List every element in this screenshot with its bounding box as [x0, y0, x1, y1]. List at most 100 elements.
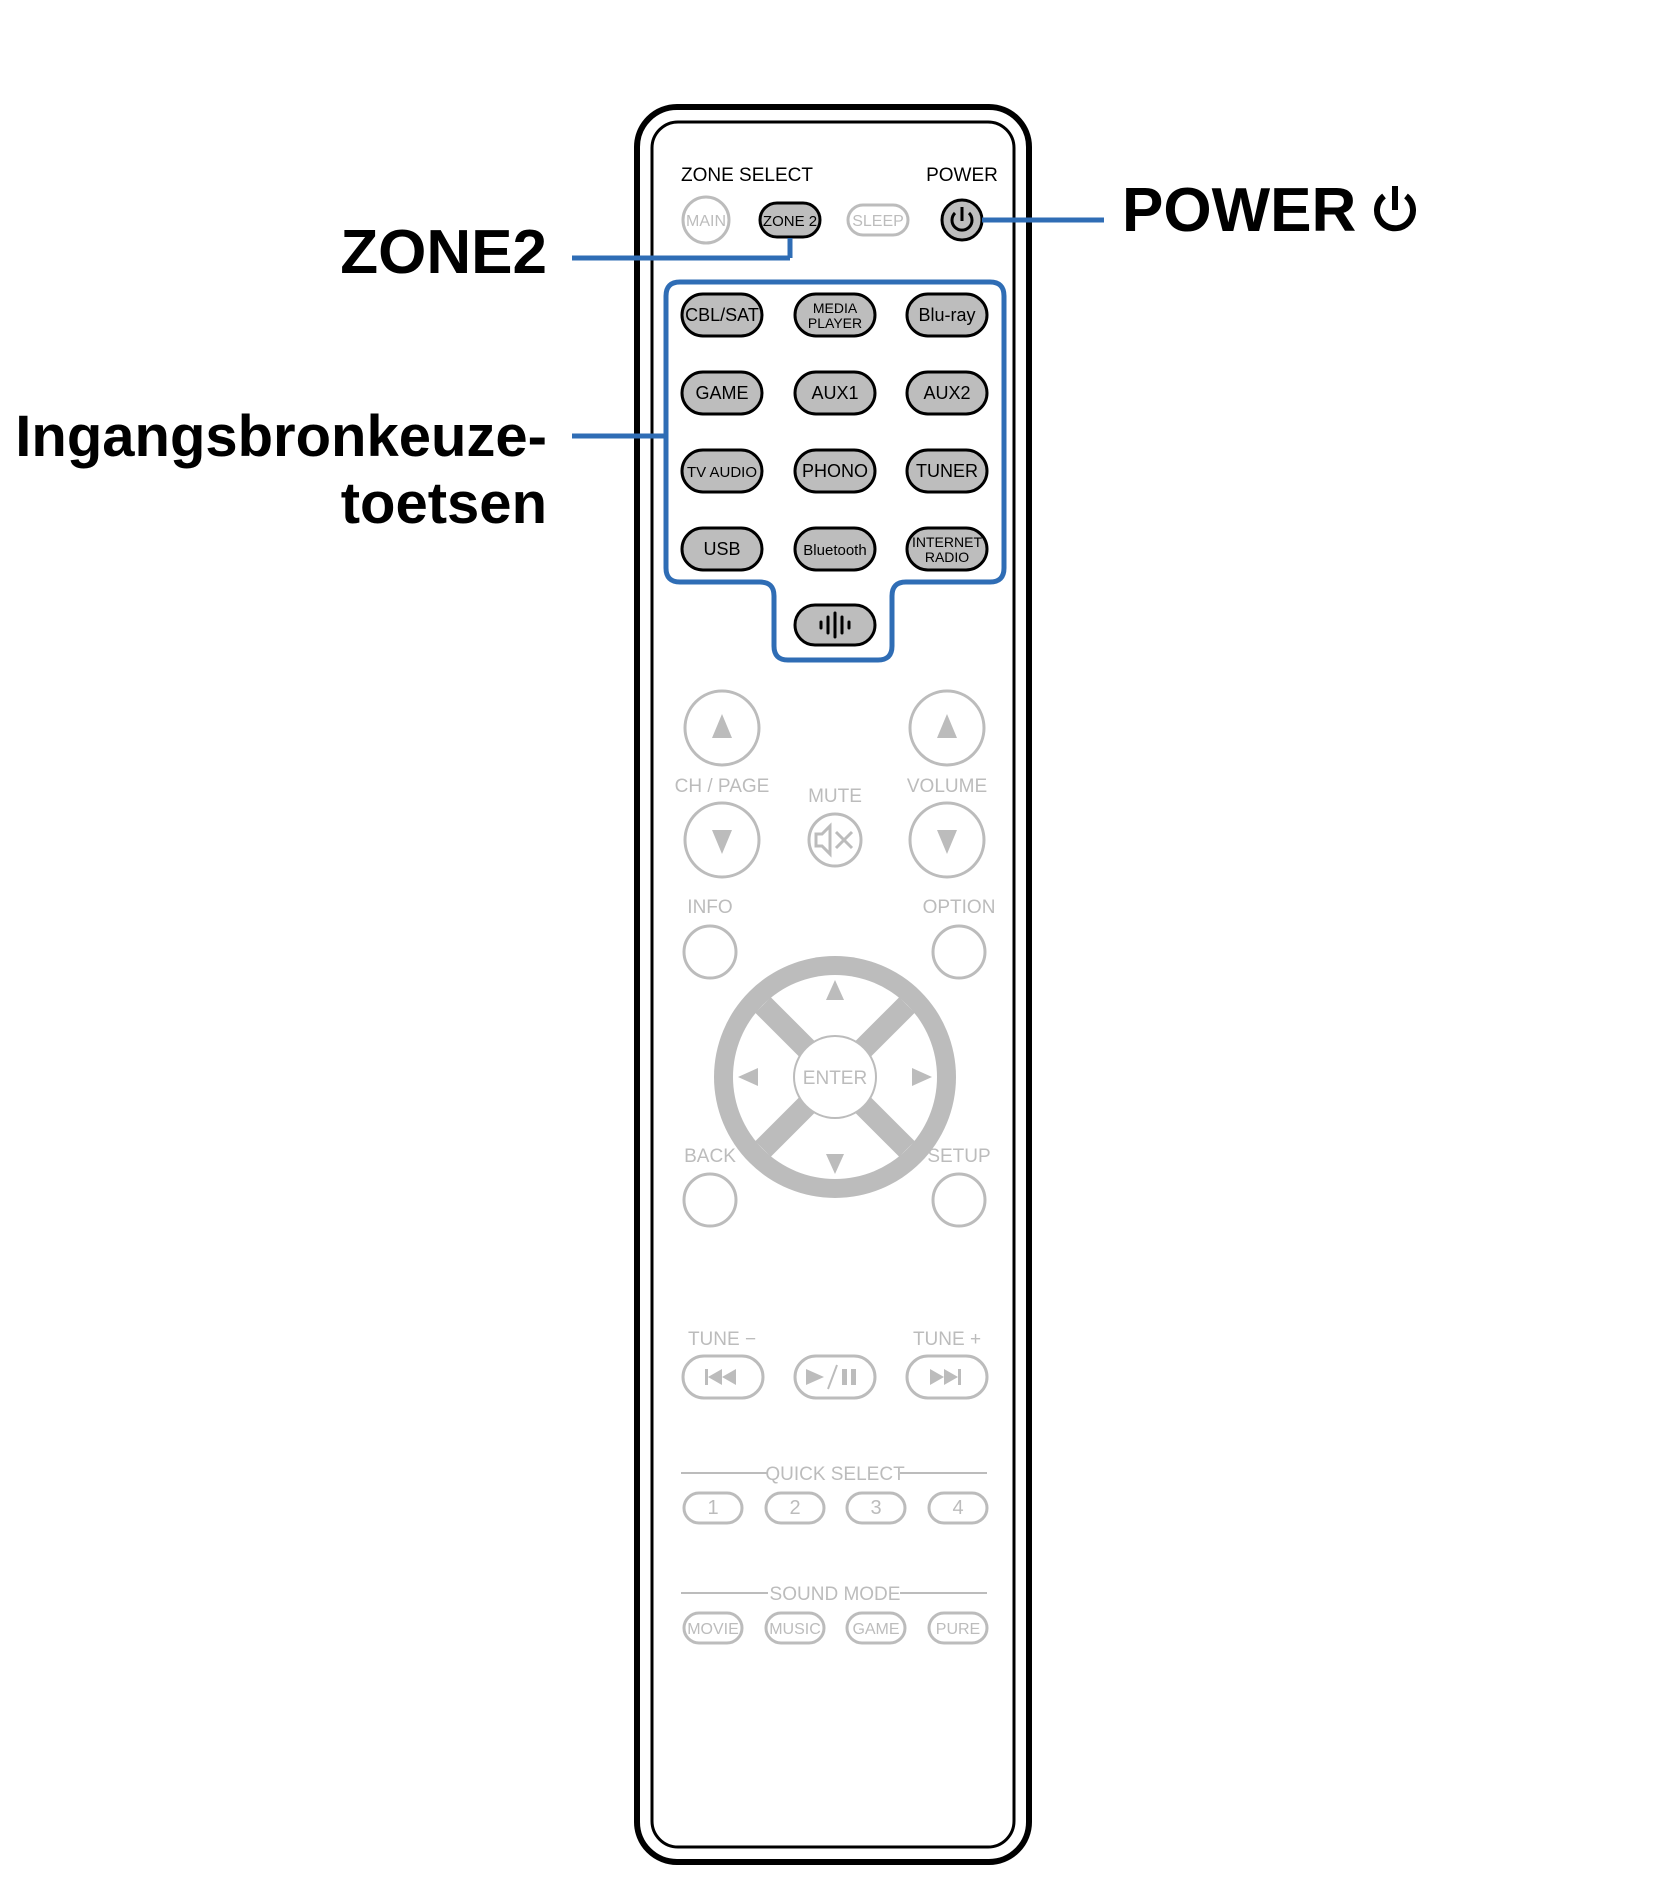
sound-mode-button-label: MUSIC: [769, 1621, 821, 1638]
quick-select-label: QUICK SELECT: [765, 1464, 905, 1485]
tune-minus-label: TUNE −: [688, 1329, 756, 1350]
sound-mode-button-movie[interactable]: MOVIE: [682, 1611, 744, 1645]
quick-select-button-3[interactable]: 3: [845, 1491, 907, 1525]
volume-down-button[interactable]: [908, 801, 986, 879]
source-button-label: INTERNET: [912, 534, 982, 550]
setup-label: SETUP: [927, 1146, 990, 1167]
triangle-up-icon: [712, 714, 732, 738]
source-button-phono[interactable]: PHONO: [793, 448, 877, 494]
source-button-bluetooth[interactable]: Bluetooth: [793, 526, 877, 572]
power-label: POWER: [926, 165, 998, 186]
input-source-callout-line2: toetsen: [340, 470, 547, 536]
info-label: INFO: [687, 897, 732, 918]
source-button-label: TV AUDIO: [687, 464, 757, 481]
option-button[interactable]: [931, 924, 987, 980]
source-button-cbl-sat[interactable]: CBL/SAT: [680, 292, 764, 338]
zone-select-label: ZONE SELECT: [681, 165, 813, 186]
quick-select-button-4[interactable]: 4: [927, 1491, 989, 1525]
power-callout-label: POWER: [1122, 176, 1357, 245]
source-button-usb[interactable]: USB: [680, 526, 764, 572]
zone2-button[interactable]: ZONE 2: [758, 201, 822, 239]
source-button-label: CBL/SAT: [685, 305, 759, 325]
source-button-label: AUX2: [923, 383, 970, 403]
source-button-label: Blu-ray: [918, 305, 975, 325]
volume-up-button[interactable]: [908, 689, 986, 767]
mute-label: MUTE: [808, 786, 862, 807]
mute-button[interactable]: [807, 812, 863, 868]
power-callout: POWER: [1122, 180, 1420, 247]
speaker-mute-icon: [814, 822, 854, 858]
power-icon: [1370, 182, 1420, 247]
source-button-label: Bluetooth: [803, 542, 866, 559]
triangle-up-icon: [937, 714, 957, 738]
sound-mode-button-label: PURE: [936, 1621, 980, 1638]
source-button-label: MEDIA: [813, 300, 858, 316]
enter-label: ENTER: [803, 1068, 867, 1089]
previous-track-button[interactable]: [681, 1354, 765, 1400]
back-button[interactable]: [682, 1172, 738, 1228]
next-track-button[interactable]: [905, 1354, 989, 1400]
cursor-pad[interactable]: ENTER: [714, 956, 956, 1198]
setup-button[interactable]: [931, 1172, 987, 1228]
remote-body-inner: [650, 120, 1016, 1849]
heos-icon: [819, 611, 851, 639]
source-button-tuner[interactable]: TUNER: [905, 448, 989, 494]
sound-mode-button-label: GAME: [852, 1621, 899, 1638]
tune-plus-label: TUNE +: [913, 1329, 981, 1350]
source-button-aux2[interactable]: AUX2: [905, 370, 989, 416]
sound-mode-button-music[interactable]: MUSIC: [764, 1611, 826, 1645]
sound-mode-button-pure[interactable]: PURE: [927, 1611, 989, 1645]
triangle-down-icon: [712, 830, 732, 854]
quick-select-buttons: 1 2 3 4: [682, 1491, 989, 1525]
play-pause-icon: [806, 1364, 856, 1390]
ch-page-up-button[interactable]: [683, 689, 761, 767]
source-button-blu-ray[interactable]: Blu-ray: [905, 292, 989, 338]
input-source-callout-line1: Ingangsbronkeuze-: [15, 404, 547, 469]
info-button[interactable]: [682, 924, 738, 980]
skip-back-icon: [705, 1369, 736, 1385]
back-label: BACK: [684, 1146, 736, 1167]
source-button-aux1[interactable]: AUX1: [793, 370, 877, 416]
source-button-label: TUNER: [916, 461, 978, 481]
quick-select-button-label: 4: [952, 1497, 963, 1519]
quick-select-button-1[interactable]: 1: [682, 1491, 744, 1525]
sound-mode-label: SOUND MODE: [770, 1584, 901, 1605]
quick-select-button-label: 3: [870, 1497, 881, 1519]
power-button[interactable]: [940, 198, 984, 242]
quick-select-button-label: 2: [789, 1497, 800, 1519]
source-button-label: PHONO: [802, 461, 868, 481]
heos-button[interactable]: [793, 603, 877, 647]
main-button-label: MAIN: [686, 213, 726, 230]
option-label: OPTION: [923, 897, 996, 918]
power-icon: [950, 207, 974, 232]
ch-page-down-button[interactable]: [683, 801, 761, 879]
quick-select-button-2[interactable]: 2: [764, 1491, 826, 1525]
source-button-label: RADIO: [925, 549, 969, 565]
cursor-left-icon[interactable]: [738, 1068, 758, 1086]
source-button-label: PLAYER: [808, 315, 862, 331]
source-button-label: USB: [703, 539, 740, 559]
input-source-callout: Ingangsbronkeuze- toetsen: [15, 404, 547, 537]
quick-select-button-label: 1: [707, 1497, 718, 1519]
sound-mode-button-game[interactable]: GAME: [845, 1611, 907, 1645]
source-button-game[interactable]: GAME: [680, 370, 764, 416]
sound-mode-button-label: MOVIE: [687, 1621, 739, 1638]
cursor-right-icon[interactable]: [912, 1068, 932, 1086]
main-button[interactable]: MAIN: [681, 195, 731, 245]
input-source-highlight: [663, 279, 1007, 663]
source-button-label: GAME: [695, 383, 748, 403]
skip-forward-icon: [930, 1369, 961, 1385]
source-button-tv-audio[interactable]: TV AUDIO: [680, 448, 764, 494]
ch-page-label: CH / PAGE: [675, 776, 770, 797]
sleep-button[interactable]: SLEEP: [846, 203, 910, 237]
source-button-label: AUX1: [811, 383, 858, 403]
cursor-up-icon[interactable]: [826, 980, 844, 1000]
triangle-down-icon: [937, 830, 957, 854]
cursor-down-icon[interactable]: [826, 1154, 844, 1174]
play-pause-button[interactable]: [793, 1354, 877, 1400]
